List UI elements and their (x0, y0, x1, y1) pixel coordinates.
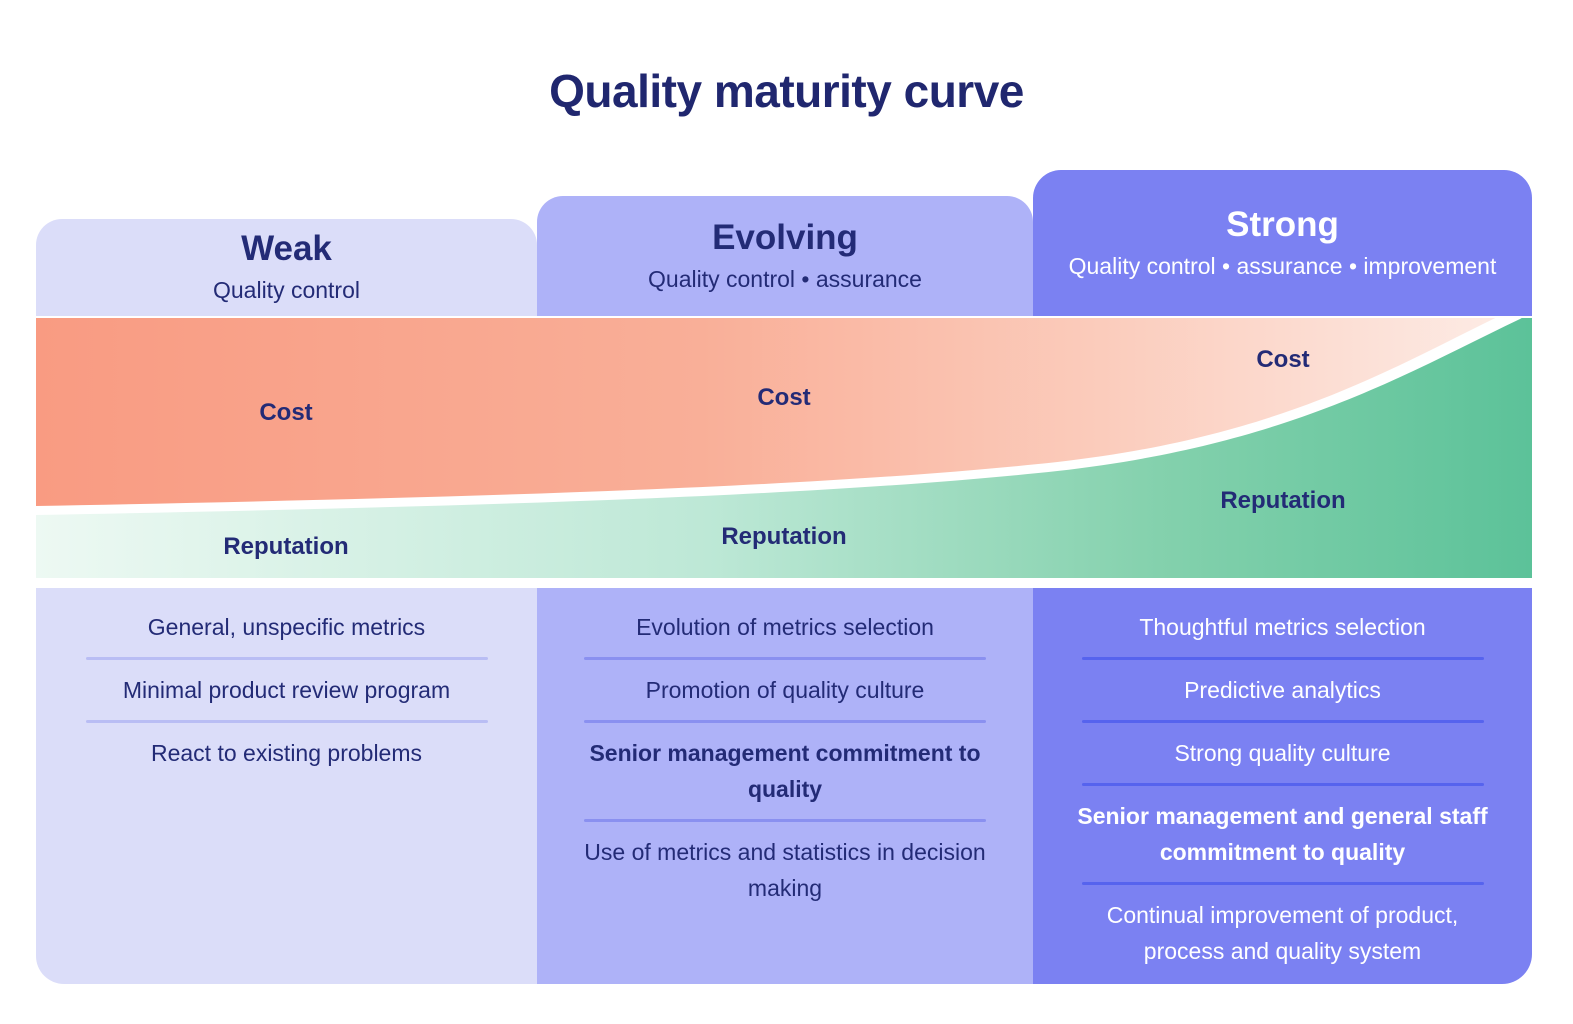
list-item: General, unspecific metrics (147, 614, 426, 640)
column-title-strong: Strong (1226, 204, 1339, 244)
column-title-evolving: Evolving (712, 217, 858, 257)
cost-label-strong: Cost (1256, 346, 1310, 373)
list-item: Continual improvement of product, proces… (1106, 902, 1459, 964)
divider (1081, 783, 1484, 786)
reputation-label-weak: Reputation (223, 533, 349, 560)
maturity-curve-svg (36, 318, 1532, 578)
divider (1081, 882, 1484, 885)
cost-area (36, 318, 1496, 506)
list-item: Strong quality culture (1174, 740, 1391, 766)
column-body-weak: General, unspecific metrics Minimal prod… (36, 588, 537, 984)
cost-label-weak: Cost (259, 399, 313, 426)
list-item: Promotion of quality culture (645, 677, 925, 703)
list-item: Senior management commitment to quality (589, 740, 981, 802)
divider (85, 657, 488, 660)
list-item: Predictive analytics (1184, 677, 1381, 703)
column-title-weak: Weak (241, 229, 332, 269)
column-body-strong: Thoughtful metrics selection Predictive … (1033, 588, 1532, 984)
cost-reputation-band (36, 318, 1532, 578)
reputation-label-strong: Reputation (1220, 487, 1346, 514)
column-subtitle-strong: Quality control • assurance • improvemen… (1068, 252, 1497, 279)
column-header-weak: Weak Quality control (36, 219, 537, 316)
divider (584, 819, 986, 822)
divider (85, 720, 488, 723)
column-header-strong: Strong Quality control • assurance • imp… (1033, 170, 1532, 316)
list-item: Evolution of metrics selection (636, 614, 934, 640)
column-header-evolving: Evolving Quality control • assurance (537, 196, 1033, 316)
column-body-evolving: Evolution of metrics selection Promotion… (537, 588, 1033, 984)
divider (1081, 720, 1484, 723)
cost-label-evolving: Cost (757, 384, 811, 411)
divider (584, 720, 986, 723)
list-item: Thoughtful metrics selection (1139, 614, 1426, 640)
reputation-label-evolving: Reputation (721, 523, 847, 550)
list-item: Senior management and general staff comm… (1077, 803, 1488, 865)
reputation-area (36, 318, 1532, 578)
column-subtitle-evolving: Quality control • assurance (648, 265, 922, 292)
divider (1081, 657, 1484, 660)
list-item: Use of metrics and statistics in decisio… (584, 839, 986, 901)
list-item: React to existing problems (150, 740, 422, 766)
page-title: Quality maturity curve (549, 65, 1024, 117)
list-item: Minimal product review program (122, 677, 451, 703)
column-subtitle-weak: Quality control (212, 277, 360, 304)
divider (584, 657, 986, 660)
